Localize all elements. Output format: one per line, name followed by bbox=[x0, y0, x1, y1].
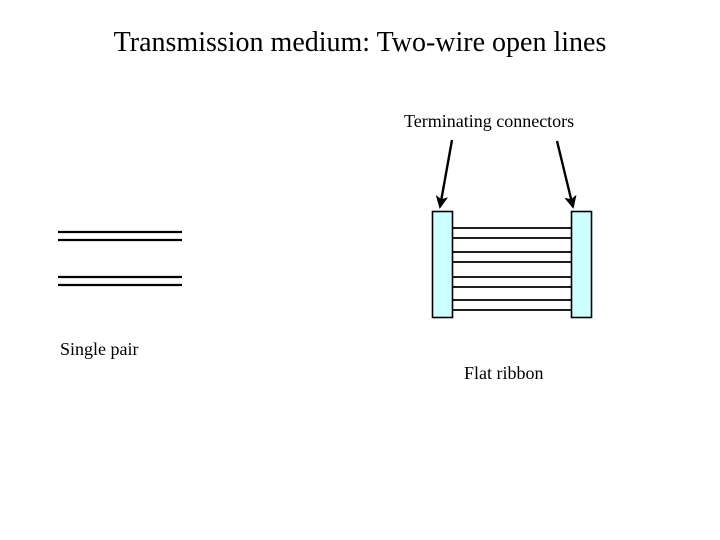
terminating-connector-left bbox=[431, 210, 454, 319]
arrow-to-left-connector bbox=[435, 139, 454, 209]
single-pair-diagram bbox=[58, 230, 182, 287]
callout-arrows bbox=[435, 139, 577, 209]
arrow-to-right-connector bbox=[555, 140, 577, 209]
terminating-connectors-label: Terminating connectors bbox=[404, 111, 575, 131]
page-title: Transmission medium: Two-wire open lines bbox=[113, 27, 607, 58]
terminating-connector-right bbox=[570, 210, 593, 319]
single-pair-label: Single pair bbox=[60, 339, 139, 359]
wire-pair bbox=[58, 230, 182, 242]
flat-ribbon-label: Flat ribbon bbox=[464, 363, 544, 383]
wire-pair bbox=[58, 275, 182, 287]
flat-ribbon-diagram bbox=[431, 210, 593, 319]
ribbon-wires bbox=[450, 227, 573, 311]
